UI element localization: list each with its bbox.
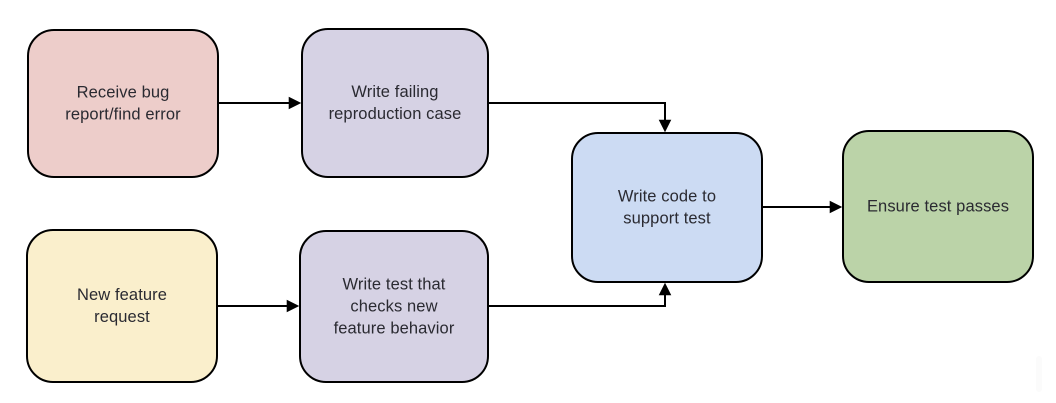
flow-edge-failing-repro-to-write-code — [488, 102, 665, 130]
flow-node-write-test-checks-new-feature-behavior: Write test that checks new feature behavio… — [299, 230, 489, 383]
node-shape — [571, 132, 763, 283]
node-label: Write failing reproduction case — [329, 83, 462, 123]
node-label-line: reproduction case — [329, 105, 462, 123]
node-label-line: Write failing — [351, 83, 438, 101]
scrollbar-thumb[interactable] — [1036, 356, 1042, 392]
node-label-line: checks new — [350, 298, 437, 316]
flow-node-write-failing-reproduction-case: Write failing reproduction case — [301, 28, 489, 178]
node-label: Write test that checks new feature behavio… — [334, 276, 455, 338]
flow-edge-write-test-to-write-code — [488, 285, 665, 307]
node-label-line: Write test that — [343, 276, 446, 294]
node-shape — [26, 229, 218, 383]
node-label-line: support test — [623, 210, 711, 228]
node-label-line: report/find error — [65, 106, 181, 124]
node-label-line: Receive bug — [77, 84, 170, 102]
node-label-line: feature behavior — [334, 320, 455, 338]
node-label: New feature request — [77, 286, 167, 326]
flow-node-receive-bug-report: Receive bug report/find error — [27, 29, 219, 178]
flow-node-new-feature-request: New feature request — [26, 229, 218, 383]
node-shape — [299, 230, 489, 383]
node-label: Write code to support test — [618, 188, 716, 228]
node-shape — [27, 29, 219, 178]
node-label-line: New feature — [77, 286, 167, 304]
node-label: Receive bug report/find error — [65, 84, 181, 124]
node-label-line: Write code to — [618, 188, 716, 206]
node-label-line: request — [94, 308, 150, 326]
node-label: Ensure test passes — [867, 198, 1009, 216]
node-shape — [301, 28, 489, 178]
flow-node-ensure-test-passes: Ensure test passes — [842, 130, 1034, 283]
node-label-line: Ensure test passes — [867, 198, 1009, 216]
flow-node-write-code-to-support-test: Write code to support test — [571, 132, 763, 283]
node-shape — [842, 130, 1034, 283]
